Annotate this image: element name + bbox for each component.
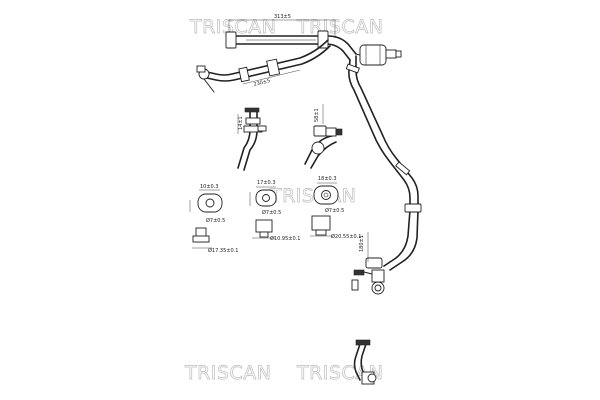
receiver-canister	[359, 44, 387, 66]
d1-inner-label: Ø7±0.5	[206, 217, 225, 224]
d2-top-label: 17±0.3	[257, 180, 276, 186]
watermark-top-right: TRISCAN	[296, 16, 383, 38]
d2-bottom-label: Ø10.95±0.1	[270, 235, 300, 242]
watermark-middle: TRISCAN	[269, 185, 356, 207]
d3-inner-label: Ø7±0.5	[325, 207, 344, 214]
d3-bottom-label: Ø20.55±0.1	[331, 233, 361, 240]
dimension-lower-height: 180±1	[359, 232, 369, 262]
detail-fitting-3: 18±0.3 Ø7±0.5 Ø20.55±0.1	[310, 176, 361, 240]
d1-top-label: 10±0.3	[200, 184, 219, 190]
detail-bent-tube: 14±1	[237, 107, 267, 171]
lower-height-label: 180±1	[359, 235, 365, 252]
main-hose-assembly	[225, 30, 422, 295]
d3-top-label: 18±0.3	[318, 176, 337, 182]
main-length-label: 313±5	[274, 14, 291, 20]
clip-height-label: 14±1	[238, 116, 244, 130]
watermark-top-left: TRISCAN	[189, 16, 276, 38]
detail-elbow-fitting: 58±1	[304, 104, 343, 169]
d2-inner-label: Ø7±0.5	[262, 209, 281, 216]
detail-fitting-1: 10±0.3 Ø7±0.5 Ø17.35±0.1	[189, 184, 238, 254]
branch-length-label: 230±5	[253, 78, 271, 88]
detail-bottom-tube	[353, 339, 377, 385]
small-height-label: 58±1	[314, 108, 320, 122]
branch-hose: 230±5	[196, 39, 331, 93]
detail-fitting-2: 17±0.3 Ø7±0.5 Ø10.95±0.1	[249, 180, 300, 242]
watermark-bottom-left: TRISCAN	[184, 362, 271, 384]
d1-bottom-label: Ø17.35±0.1	[208, 247, 238, 254]
